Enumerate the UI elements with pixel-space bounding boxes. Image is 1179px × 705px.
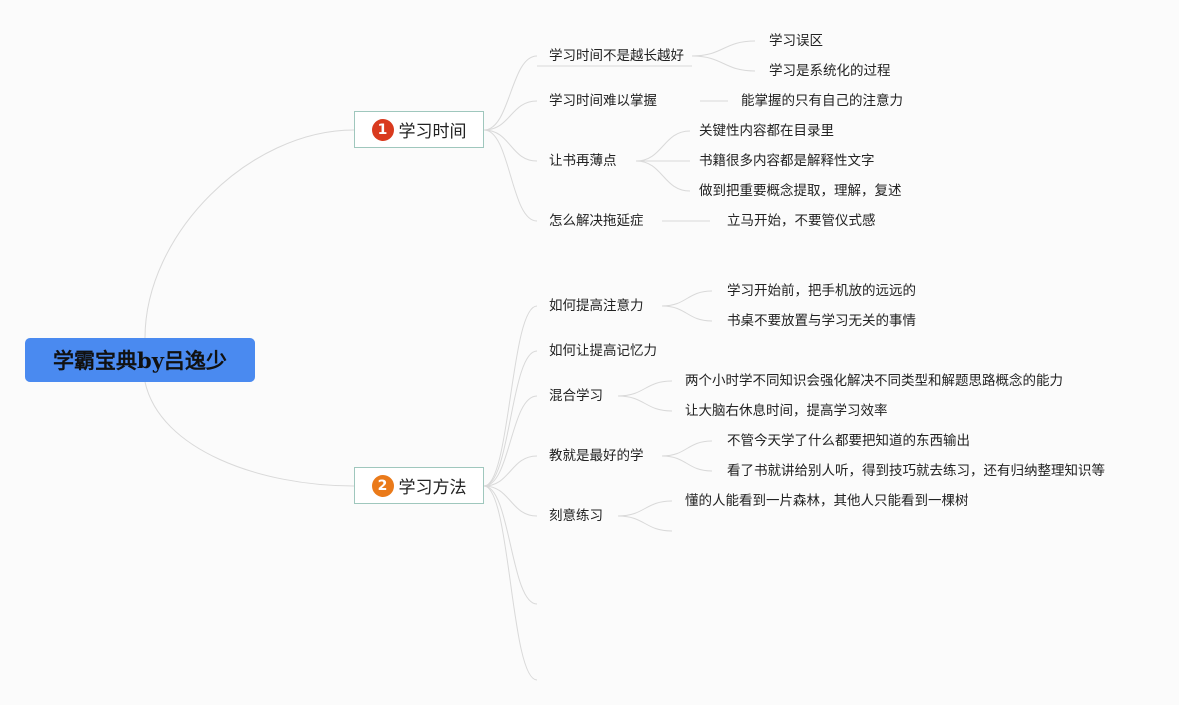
branch-node-study-time[interactable]: 1 学习时间 bbox=[354, 111, 484, 148]
subtopic-node[interactable]: 如何提高注意力 bbox=[549, 298, 644, 314]
priority-1-icon: 1 bbox=[371, 118, 394, 141]
leaf-node[interactable]: 两个小时学不同知识会强化解决不同类型和解题思路概念的能力 bbox=[685, 373, 1063, 389]
connector-line bbox=[483, 485, 538, 605]
connector-line bbox=[483, 129, 538, 162]
leaf-node[interactable]: 懂的人能看到一片森林，其他人只能看到一棵树 bbox=[685, 493, 969, 509]
root-to-branch-1-line bbox=[144, 129, 355, 339]
leaf-node[interactable]: 做到把重要概念提取，理解，复述 bbox=[699, 183, 902, 199]
leaf-node[interactable]: 看了书就讲给别人听，得到技巧就去练习，还有归纳整理知识等 bbox=[727, 463, 1105, 479]
connector-line bbox=[483, 395, 538, 487]
leaf-node[interactable]: 学习是系统化的过程 bbox=[769, 63, 891, 79]
subtopic-node[interactable]: 学习时间不是越长越好 bbox=[549, 48, 684, 64]
connector-line bbox=[661, 440, 713, 457]
connector-line bbox=[483, 55, 538, 131]
subtopic-node[interactable]: 教就是最好的学 bbox=[549, 448, 644, 464]
connector-line bbox=[483, 350, 538, 487]
priority-2-icon: 2 bbox=[371, 474, 394, 497]
connector-line bbox=[483, 100, 538, 131]
branch-label: 学习方法 bbox=[398, 478, 467, 498]
root-to-branch-2-line bbox=[144, 381, 355, 487]
branch-node-study-method[interactable]: 2 学习方法 bbox=[354, 467, 484, 504]
connector-line bbox=[483, 485, 538, 517]
connector-line bbox=[661, 455, 713, 472]
connector-line bbox=[617, 515, 673, 532]
leaf-node[interactable]: 学习开始前，把手机放的远远的 bbox=[727, 283, 916, 299]
leaf-node[interactable]: 让大脑右休息时间，提高学习效率 bbox=[685, 403, 888, 419]
connector-line bbox=[617, 500, 673, 517]
root-title: 学霸宝典by吕逸少 bbox=[53, 348, 227, 373]
connector-line bbox=[635, 160, 691, 192]
root-node[interactable]: 学霸宝典by吕逸少 bbox=[25, 338, 255, 382]
connector-line bbox=[691, 40, 756, 57]
subtopic-node[interactable]: 刻意练习 bbox=[549, 508, 603, 524]
connector-line bbox=[617, 380, 673, 397]
branch-label: 学习时间 bbox=[398, 122, 467, 142]
connector-line bbox=[483, 305, 538, 487]
leaf-node[interactable]: 立马开始，不要管仪式感 bbox=[727, 213, 876, 229]
connector-line bbox=[635, 130, 691, 162]
connector-line bbox=[483, 485, 538, 681]
connector-line bbox=[661, 305, 713, 322]
leaf-node[interactable]: 不管今天学了什么都要把知道的东西输出 bbox=[727, 433, 970, 449]
connector-line bbox=[617, 395, 673, 412]
leaf-node[interactable]: 书籍很多内容都是解释性文字 bbox=[699, 153, 875, 169]
subtopic-node[interactable]: 学习时间难以掌握 bbox=[549, 93, 657, 109]
subtopic-node[interactable]: 让书再薄点 bbox=[549, 153, 617, 169]
subtopic-node[interactable]: 混合学习 bbox=[549, 388, 603, 404]
leaf-node[interactable]: 书桌不要放置与学习无关的事情 bbox=[727, 313, 916, 329]
leaf-node[interactable]: 学习误区 bbox=[769, 33, 823, 49]
connector-line bbox=[483, 455, 538, 487]
connector-line bbox=[661, 290, 713, 307]
connector-line bbox=[691, 55, 756, 72]
subtopic-node[interactable]: 怎么解决拖延症 bbox=[549, 213, 644, 229]
subtopic-node[interactable]: 如何让提高记忆力 bbox=[549, 343, 657, 359]
connector-line bbox=[483, 129, 538, 222]
leaf-node[interactable]: 关键性内容都在目录里 bbox=[699, 123, 834, 139]
leaf-node[interactable]: 能掌握的只有自己的注意力 bbox=[741, 93, 903, 109]
